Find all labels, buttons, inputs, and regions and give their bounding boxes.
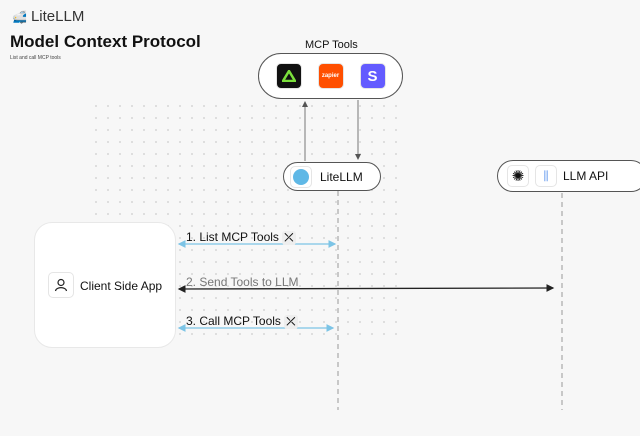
step-2-label: 2. Send Tools to LLM	[186, 275, 299, 289]
client-app-box[interactable]: Client Side App	[34, 222, 176, 348]
llm-api-label: LLM API	[563, 169, 609, 183]
step-3-label: 3. Call MCP Tools⤫	[186, 314, 298, 329]
step-3-text: 3. Call MCP Tools	[186, 314, 281, 328]
tools-icon: ⤫	[283, 314, 298, 329]
openai-icon: ✺	[507, 165, 529, 187]
step-2-arrow	[177, 284, 555, 293]
brand-logo: 🚅 LiteLLM	[12, 8, 84, 25]
zapier-icon[interactable]: zapier	[317, 63, 344, 89]
stripe-icon[interactable]: S	[359, 63, 386, 89]
litellm-node[interactable]: LiteLLM	[283, 162, 381, 191]
tool-icon-1[interactable]	[275, 63, 302, 89]
step-1-text: 1. List MCP Tools	[186, 230, 279, 244]
llm-api-node[interactable]: ✺ ⫼ LLM API	[497, 160, 640, 192]
litellm-label: LiteLLM	[320, 169, 363, 184]
train-icon: 🚅	[12, 9, 27, 24]
mcp-tools-group: zapier S	[258, 53, 403, 99]
client-label: Client Side App	[80, 279, 163, 293]
page-title: Model Context Protocol	[10, 32, 201, 51]
brand-name: LiteLLM	[30, 8, 85, 25]
step-1-label: 1. List MCP Tools⤫	[186, 230, 296, 245]
user-icon	[48, 272, 74, 298]
llm-provider-icon: ⫼	[535, 165, 557, 187]
mcp-tools-label: MCP Tools	[305, 39, 358, 51]
tools-icon: ⤫	[281, 230, 296, 245]
page-subtitle: List and call MCP tools	[10, 55, 61, 61]
litellm-logo-icon	[290, 165, 312, 188]
